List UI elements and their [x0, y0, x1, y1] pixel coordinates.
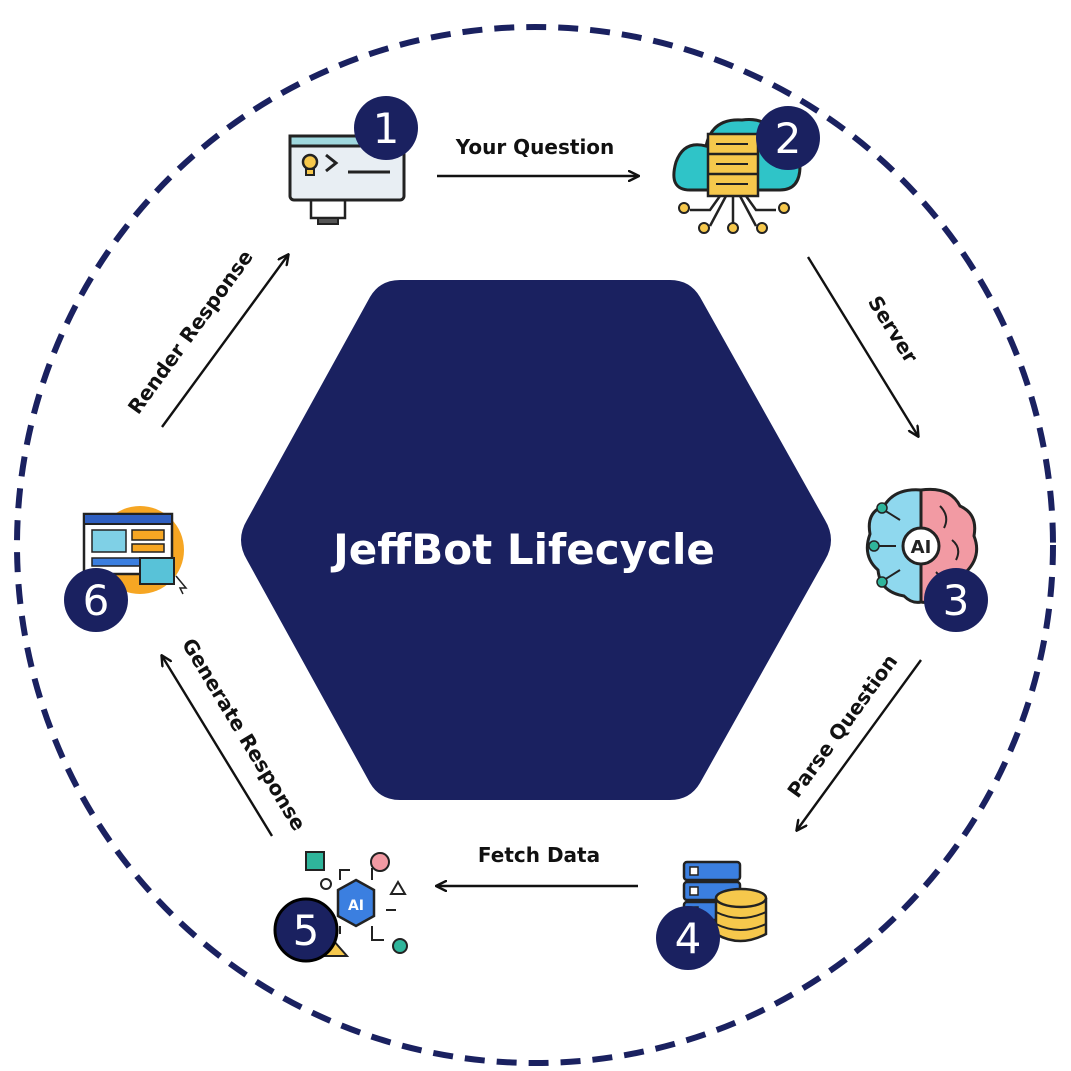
step-4: 4	[656, 860, 768, 970]
arrow-6-to-1	[161, 255, 288, 428]
step-1: 1	[288, 96, 418, 225]
step-6: 6	[64, 506, 188, 632]
step-badge-6	[64, 568, 128, 632]
step-5: AI 5	[273, 851, 408, 963]
arrow-2-to-3	[806, 256, 918, 436]
database-icon	[682, 860, 768, 943]
monitor-ui-icon	[82, 506, 188, 595]
label-parse-question: Parse Question	[782, 650, 902, 802]
step-badge-1	[354, 96, 418, 160]
label-generate-response: Generate Response	[177, 634, 311, 835]
label-your-question: Your Question	[455, 135, 615, 159]
diagram-title: JeffBot Lifecycle	[330, 525, 715, 574]
step-number-5: 5	[293, 906, 320, 955]
center-hexagon	[241, 280, 831, 800]
step-badge-4	[656, 906, 720, 970]
label-render-response: Render Response	[123, 245, 258, 418]
step-2: 2	[672, 106, 820, 234]
step-number-4: 4	[675, 914, 702, 963]
label-server: Server	[863, 291, 923, 367]
step-badge-2	[756, 106, 820, 170]
outer-dashed-ring	[14, 24, 1056, 1066]
arrow-3-to-4	[797, 659, 922, 830]
svg-text:AI: AI	[348, 898, 364, 914]
svg-text:AI: AI	[911, 537, 932, 558]
step-3: AI 3	[865, 487, 988, 632]
label-fetch-data: Fetch Data	[478, 843, 600, 867]
computer-code-icon	[288, 134, 406, 225]
step-number-6: 6	[83, 576, 110, 625]
step-number-2: 2	[775, 114, 802, 163]
step-badge-3	[924, 568, 988, 632]
arrow-5-to-6	[162, 656, 274, 837]
step-badge-5	[273, 897, 339, 963]
step-number-1: 1	[373, 104, 400, 153]
step-number-3: 3	[943, 576, 970, 625]
